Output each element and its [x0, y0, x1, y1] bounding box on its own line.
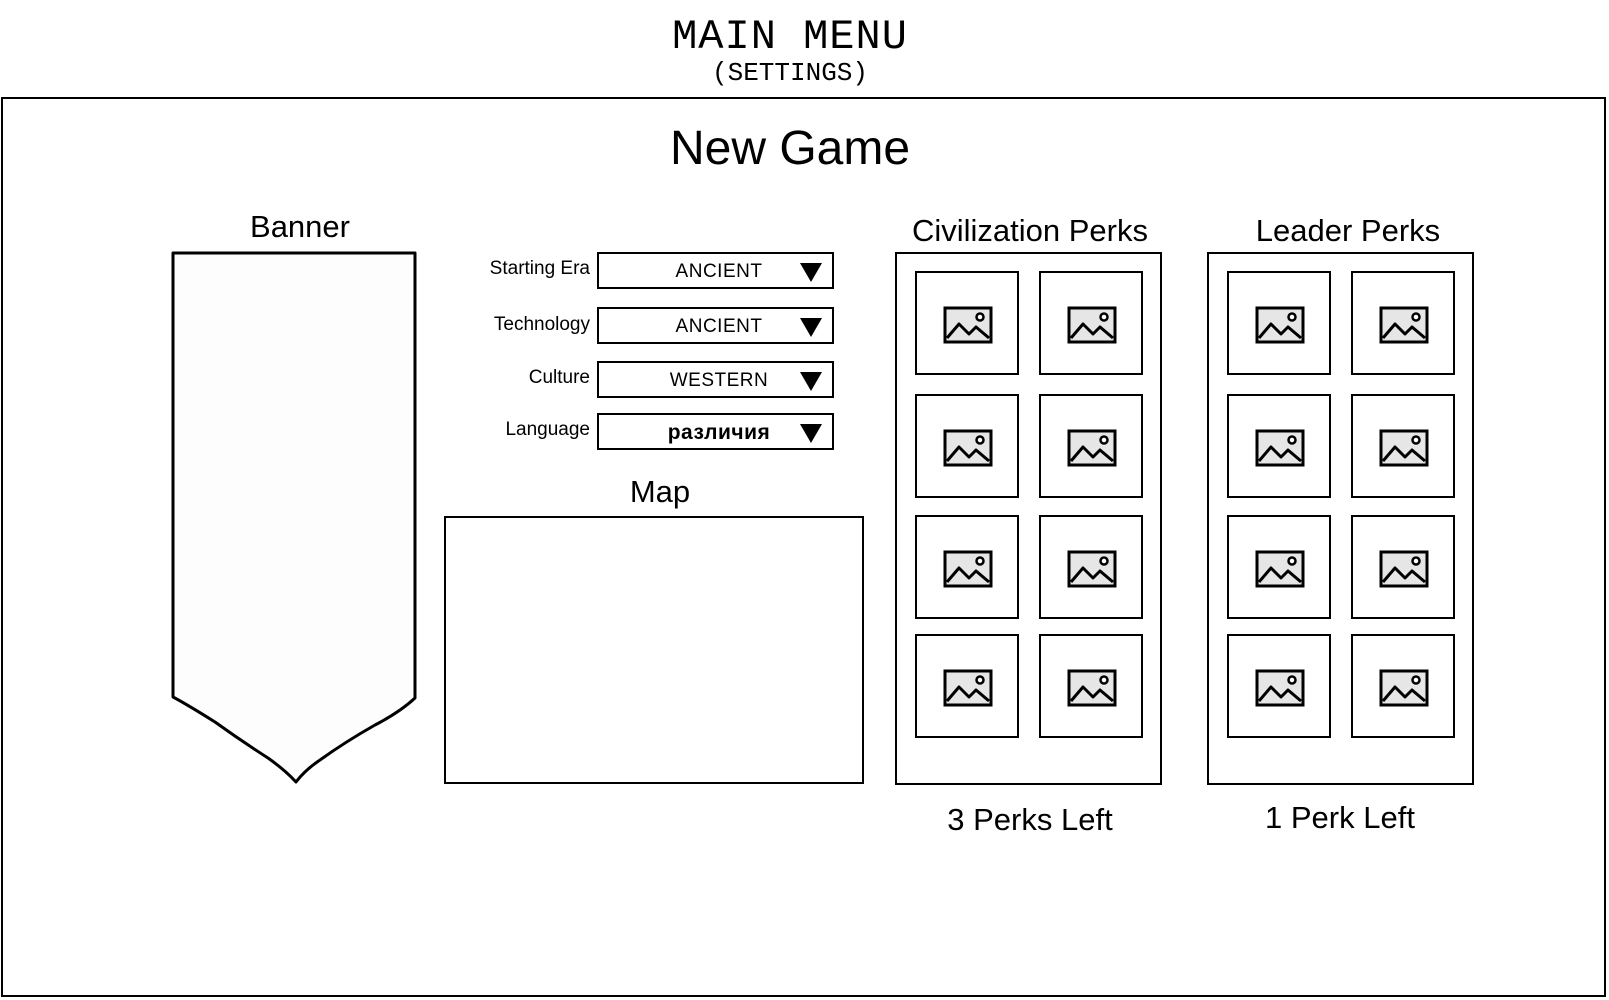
- main-menu-subtitle: (SETTINGS): [711, 58, 869, 88]
- culture-dropdown[interactable]: WESTERN: [597, 361, 834, 398]
- civilization-perks-label: Civilization Perks: [911, 213, 1148, 248]
- starting-era-dropdown[interactable]: ANCIENT: [597, 252, 834, 289]
- culture-value: WESTERN: [669, 370, 769, 391]
- starting-era-value: ANCIENT: [675, 261, 763, 282]
- language-label: Language: [505, 419, 590, 440]
- civilization-perk-slot-3[interactable]: [915, 394, 1019, 498]
- technology-label: Technology: [493, 314, 590, 335]
- civilization-perk-slot-7[interactable]: [915, 634, 1019, 738]
- chevron-down-icon: [800, 318, 822, 337]
- new-game-heading: New Game: [669, 122, 911, 175]
- language-value: различия: [667, 421, 771, 444]
- civilization-perk-slot-5[interactable]: [915, 515, 1019, 619]
- civilization-perk-slot-1[interactable]: [915, 271, 1019, 375]
- chevron-down-icon: [800, 424, 822, 443]
- civilization-perk-slot-6[interactable]: [1039, 515, 1143, 619]
- starting-era-label: Starting Era: [489, 258, 590, 279]
- technology-dropdown[interactable]: ANCIENT: [597, 307, 834, 344]
- civilization-perk-slot-2[interactable]: [1039, 271, 1143, 375]
- leader-perk-slot-6[interactable]: [1351, 515, 1455, 619]
- banner-label: Banner: [250, 209, 350, 244]
- leader-perk-slot-3[interactable]: [1227, 394, 1331, 498]
- main-menu-title: MAIN MENU: [672, 13, 908, 61]
- leader-perk-slot-4[interactable]: [1351, 394, 1455, 498]
- language-dropdown[interactable]: различия: [597, 413, 834, 450]
- civilization-perks-remaining: 3 Perks Left: [947, 802, 1113, 837]
- leader-perk-slot-5[interactable]: [1227, 515, 1331, 619]
- leader-perk-slot-8[interactable]: [1351, 634, 1455, 738]
- civilization-perk-slot-8[interactable]: [1039, 634, 1143, 738]
- leader-perk-slot-1[interactable]: [1227, 271, 1331, 375]
- leader-perk-slot-2[interactable]: [1351, 271, 1455, 375]
- map-preview[interactable]: [444, 516, 864, 784]
- leader-perks-grid: [1207, 252, 1474, 785]
- leader-perks-remaining: 1 Perk Left: [1265, 800, 1415, 835]
- civilization-perk-slot-4[interactable]: [1039, 394, 1143, 498]
- leader-perks-label: Leader Perks: [1255, 213, 1441, 248]
- leader-perk-slot-7[interactable]: [1227, 634, 1331, 738]
- banner-preview[interactable]: [170, 250, 420, 790]
- civilization-perks-grid: [895, 252, 1162, 785]
- culture-label: Culture: [528, 367, 590, 388]
- chevron-down-icon: [800, 263, 822, 282]
- technology-value: ANCIENT: [675, 316, 763, 337]
- map-label: Map: [629, 474, 691, 509]
- chevron-down-icon: [800, 372, 822, 391]
- new-game-panel: [1, 97, 1606, 997]
